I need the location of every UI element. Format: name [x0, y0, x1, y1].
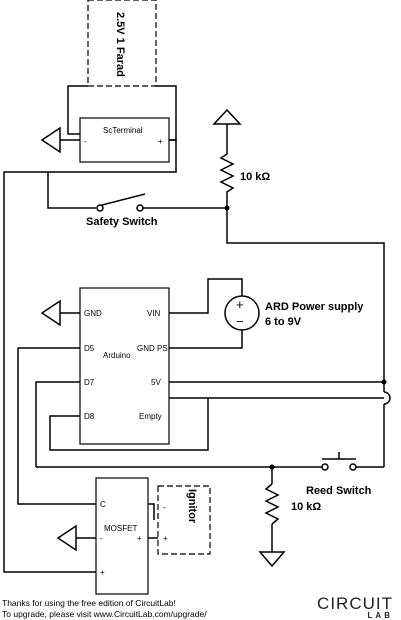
- wire-cap-left: [67, 85, 88, 135]
- pin-d5: D5: [84, 344, 95, 353]
- mosfet-pin-plus: +: [137, 534, 142, 543]
- resistor-bottom-label: 10 kΩ: [291, 501, 321, 513]
- pin-d7: D7: [84, 378, 95, 387]
- ground-icon-mosfet: [56, 524, 77, 552]
- reed-contact-right: [349, 463, 357, 471]
- capacitor-box: [87, 0, 157, 87]
- pin-gnd: GND: [84, 309, 102, 318]
- sc-plus-pin: +: [158, 137, 163, 146]
- pin-5v: 5V: [151, 378, 161, 387]
- mosfet-label: MOSFET: [104, 524, 137, 533]
- safety-switch-lever-icon: [101, 193, 146, 206]
- arduino-label: Arduino: [103, 351, 131, 360]
- pin-d8: D8: [84, 412, 95, 421]
- resistor-top-label: 10 kΩ: [240, 171, 270, 183]
- wire-d7: [35, 381, 80, 467]
- reed-contact-left: [321, 463, 329, 471]
- ps-plus-sign: +: [236, 297, 244, 312]
- junction-dot-5v: [381, 379, 387, 385]
- resistor-top-icon: [219, 150, 235, 208]
- wire-crossover-hop: [383, 391, 391, 405]
- footer-line-2: To upgrade, please visit www.CircuitLab.…: [2, 609, 207, 619]
- mosfet-pin-plus-bottom: +: [100, 568, 105, 577]
- pin-empty: Empty: [139, 412, 162, 421]
- ignitor-label: Ignitor: [186, 489, 198, 524]
- resistor-bottom-icon: [264, 483, 280, 525]
- pin-vin: VIN: [147, 309, 161, 318]
- ground-icon: [40, 126, 61, 154]
- wire-sc-plus-to-mosfet: [3, 139, 177, 573]
- safety-switch-label: Safety Switch: [86, 216, 158, 228]
- ground-icon-arduino: [40, 299, 61, 327]
- sc-minus-pin: -: [84, 137, 87, 146]
- wire-vin-to-ps: [169, 278, 243, 314]
- capacitor-label: 2.5V 1 Farad: [114, 12, 126, 77]
- scterminal-box: [79, 117, 170, 163]
- wire-empty-to-d8: [49, 398, 209, 451]
- ignitor-pin-plus: +: [163, 534, 168, 543]
- wire-d5-to-mosfet: [17, 347, 96, 505]
- ground-icon-bottom: [258, 551, 286, 568]
- mosfet-pin-c: C: [100, 500, 106, 509]
- circuitlab-logo-sub: LAB: [367, 611, 393, 620]
- scterminal-label: ScTerminal: [103, 126, 143, 135]
- mosfet-pin-minus: -: [100, 534, 103, 543]
- safety-switch-contact-left: [96, 204, 104, 212]
- wire-ps-to-gndps: [169, 330, 243, 349]
- footer-line-1: Thanks for using the free edition of Cir…: [2, 598, 176, 608]
- reed-switch-label: Reed Switch: [306, 485, 372, 497]
- pin-gnd-ps: GND PS: [137, 344, 168, 353]
- ignitor-pin-minus: -: [163, 503, 166, 512]
- supply-arrow-icon: [212, 108, 242, 125]
- safety-switch-contact-right: [136, 204, 144, 212]
- wire-safety-left: [47, 172, 96, 209]
- wire-right-rail-top: [226, 208, 385, 392]
- ignitor-box: [157, 485, 211, 555]
- wire-ignitor-return: [148, 503, 155, 520]
- ps-minus-sign: −: [236, 314, 244, 329]
- circuitlab-logo: CIRCUIT: [317, 594, 393, 613]
- power-supply-label-line1: ARD Power supply: [265, 301, 364, 313]
- arduino-box: [79, 287, 170, 445]
- mosfet-box: [95, 477, 149, 595]
- power-supply-label-line2: 6 to 9V: [265, 316, 302, 328]
